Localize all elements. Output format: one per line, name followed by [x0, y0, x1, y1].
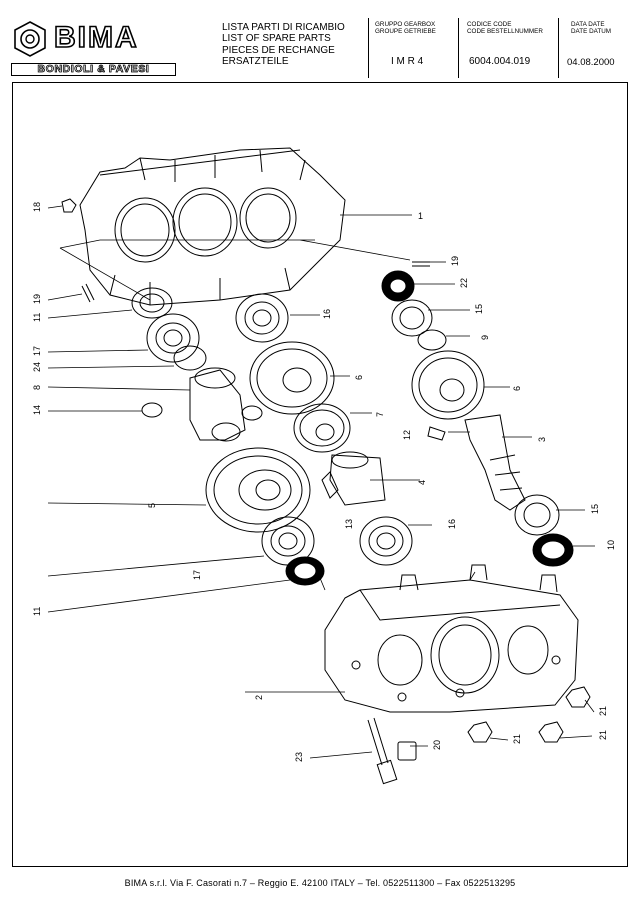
- callout-8: 8: [32, 385, 42, 390]
- date-cell: DATA DATE DATE DATUM 04.08.2000: [558, 18, 628, 78]
- callout-10: 10: [606, 540, 616, 550]
- callout-17b: 17: [192, 570, 202, 580]
- title-block: BIMA BONDIOLI & PAVESI LISTA PARTI DI RI…: [10, 18, 628, 78]
- callout-11b: 11: [32, 607, 42, 616]
- callout-16b: 16: [447, 519, 457, 529]
- date-label: DATA DATE: [571, 21, 605, 28]
- callout-14: 14: [32, 405, 42, 415]
- callout-6a: 6: [354, 375, 364, 380]
- callout-15a: 15: [474, 304, 484, 314]
- callout-19a: 19: [32, 294, 42, 304]
- callout-1: 1: [418, 211, 423, 221]
- callout-23: 23: [294, 752, 304, 762]
- date-label-2: DATE DATUM: [571, 28, 611, 35]
- callout-16a: 16: [322, 309, 332, 319]
- callout-21b: 21: [598, 730, 608, 740]
- code-cell: CODICE CODE CODE BESTELLNUMMER 6004.004.…: [458, 18, 558, 78]
- code-label-2: CODE BESTELLNUMMER: [467, 28, 543, 35]
- company-address: BIMA s.r.l. Via F. Casorati n.7 – Reggio…: [124, 878, 516, 888]
- callout-20: 20: [432, 740, 442, 750]
- group-value: I M R 4: [391, 56, 424, 67]
- nut-18: [61, 198, 77, 213]
- callout-12: 12: [402, 430, 412, 440]
- callout-2: 2: [254, 695, 264, 700]
- callout-9: 9: [480, 335, 490, 340]
- group-label: GRUPPO GEARBOX: [375, 21, 436, 28]
- callout-19b: 19: [450, 256, 460, 266]
- callout-5: 5: [147, 503, 157, 508]
- callout-6b: 6: [512, 386, 522, 391]
- callout-18: 18: [32, 202, 42, 212]
- document-title: LISTA PARTI DI RICAMBIO LIST OF SPARE PA…: [222, 22, 345, 67]
- callout-17a: 17: [32, 346, 42, 356]
- callout-24: 24: [32, 362, 42, 372]
- brand-name: BIMA: [53, 20, 139, 55]
- title-line-de: ERSATZTEILE: [222, 55, 289, 67]
- title-line-fr: PIECES DE RECHANGE: [222, 44, 335, 56]
- callout-7: 7: [375, 412, 385, 417]
- bima-logo-icon: [14, 21, 46, 57]
- callout-3: 3: [537, 437, 547, 442]
- title-line-it: LISTA PARTI DI RICAMBIO: [222, 22, 345, 33]
- callout-22: 22: [459, 278, 469, 288]
- drawing-frame: [12, 82, 628, 867]
- group-label-2: GROUPE GETRIEBE: [375, 28, 436, 35]
- lower-housing: [324, 564, 579, 713]
- callout-21c: 21: [598, 706, 608, 716]
- callout-21a: 21: [512, 734, 522, 744]
- callout-15b: 15: [590, 504, 600, 514]
- upper-housing: [79, 147, 346, 306]
- group-cell: GRUPPO GEARBOX GROUPE GETRIEBE I M R 4: [368, 18, 458, 78]
- callout-13: 13: [344, 519, 354, 529]
- title-line-en: LIST OF SPARE PARTS: [222, 33, 331, 45]
- code-value: 6004.004.019: [469, 56, 531, 67]
- callout-4: 4: [417, 480, 427, 485]
- company-name: BONDIOLI & PAVESI: [11, 63, 176, 76]
- callout-11a: 11: [32, 313, 42, 322]
- code-label: CODICE CODE: [467, 21, 512, 28]
- date-value: 04.08.2000: [567, 57, 615, 68]
